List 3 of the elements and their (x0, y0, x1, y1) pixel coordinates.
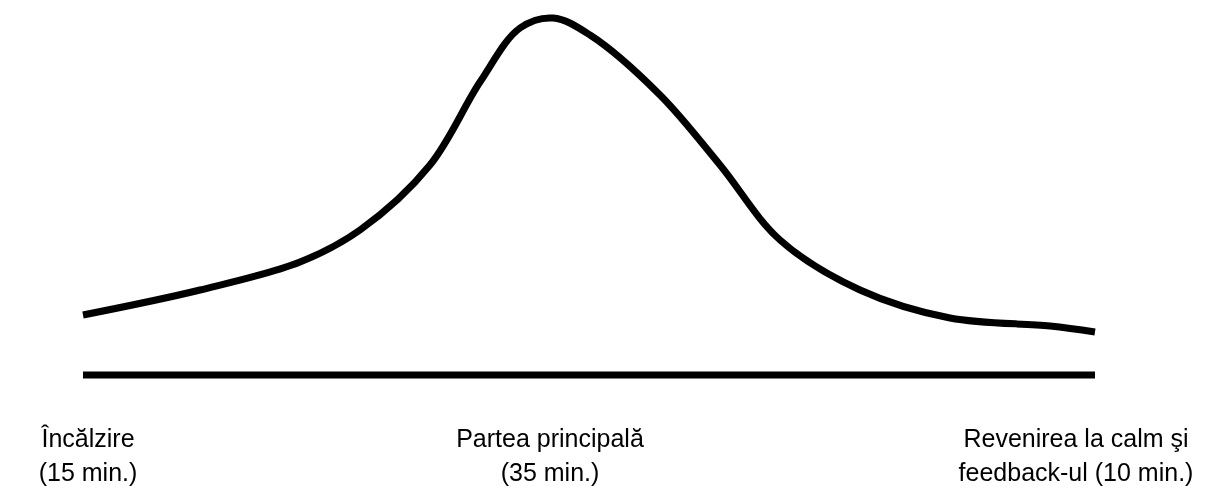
phase-label: Încălzire (15 min.) (37, 423, 139, 488)
phase-label: Revenirea la calm şi feedback-ul (10 min.) (957, 423, 1195, 488)
phase-label: Partea principală (35 min.) (455, 423, 645, 488)
